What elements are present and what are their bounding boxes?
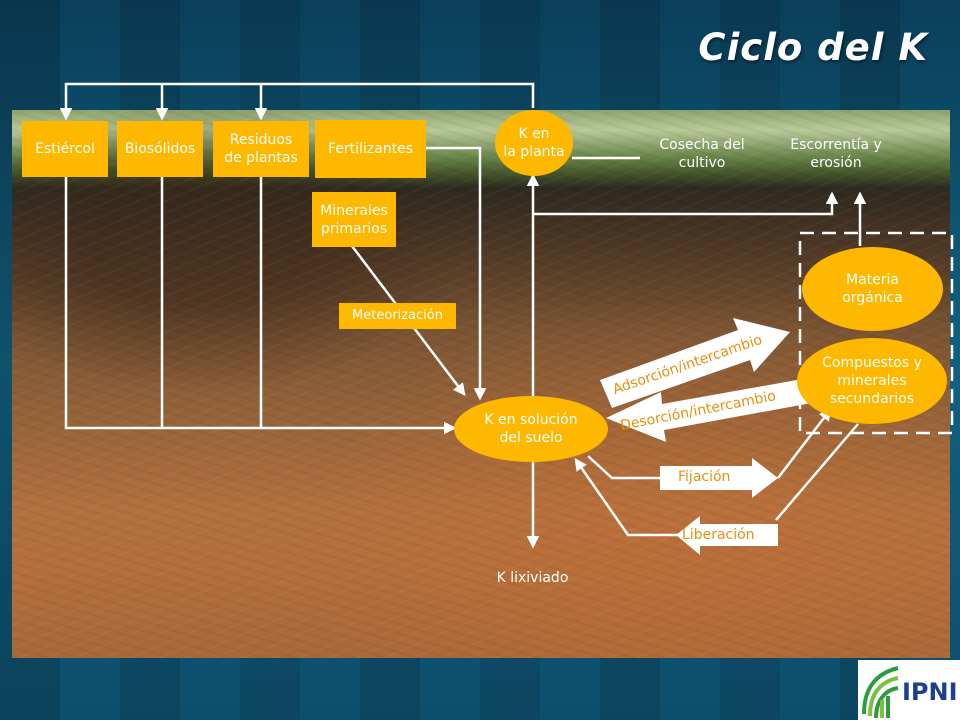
- node-estiercol: Estiércol: [22, 121, 108, 177]
- ipni-logo-text: IPNI: [902, 678, 958, 706]
- node-meteorizacion: Meteorización: [339, 303, 456, 329]
- label-fijacion: Fijación: [678, 469, 731, 485]
- ipni-leaf-icon: [862, 666, 899, 719]
- label-liberacion: Liberación: [682, 527, 755, 543]
- node-materia-organica: Materia orgánica: [802, 247, 943, 331]
- node-escorrentia-y-erosion: Escorrentía y erosión: [774, 116, 898, 192]
- slide-title: Ciclo del K: [698, 26, 928, 69]
- node-fertilizantes: Fertilizantes: [315, 120, 426, 178]
- node-residuos-de-plantas: Residuos de plantas: [213, 121, 309, 177]
- node-compuestos-y-minerales-secundarios: Compuestos y minerales secundarios: [797, 338, 947, 424]
- node-k-en-solucion-del-suelo: K en solución del suelo: [454, 396, 608, 462]
- ipni-logo: IPNI: [858, 660, 960, 720]
- node-k-en-la-planta: K en la planta: [495, 110, 573, 176]
- node-cosecha-del-cultivo: Cosecha del cultivo: [640, 116, 764, 192]
- node-minerales-primarios: Minerales primarios: [312, 192, 396, 247]
- node-k-lixiviado: K lixiviado: [479, 550, 586, 606]
- node-biosolidos: Biosólidos: [117, 121, 203, 177]
